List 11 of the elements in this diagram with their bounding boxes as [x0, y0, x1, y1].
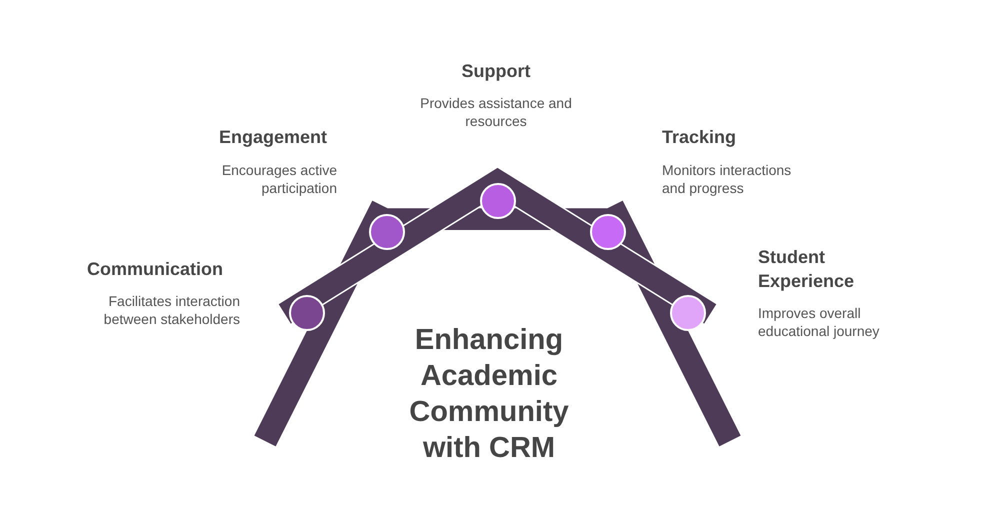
item-heading: Support [461, 60, 531, 83]
item-description: Provides assistance and resources [420, 94, 572, 130]
item-description: Facilitates interaction between stakeholders [102, 292, 240, 328]
item-description: Encourages active participation [220, 161, 337, 197]
item-description: Monitors interactions and progress [662, 161, 792, 197]
item-heading: Engagement [218, 126, 327, 149]
item-heading: Student Experience [758, 246, 856, 293]
diagram-title: Enhancing Academic Community with CRM [408, 323, 570, 466]
item-heading: Tracking [662, 126, 738, 149]
item-heading: Communication [87, 258, 224, 281]
item-description: Improves overall educational journey [758, 304, 880, 340]
